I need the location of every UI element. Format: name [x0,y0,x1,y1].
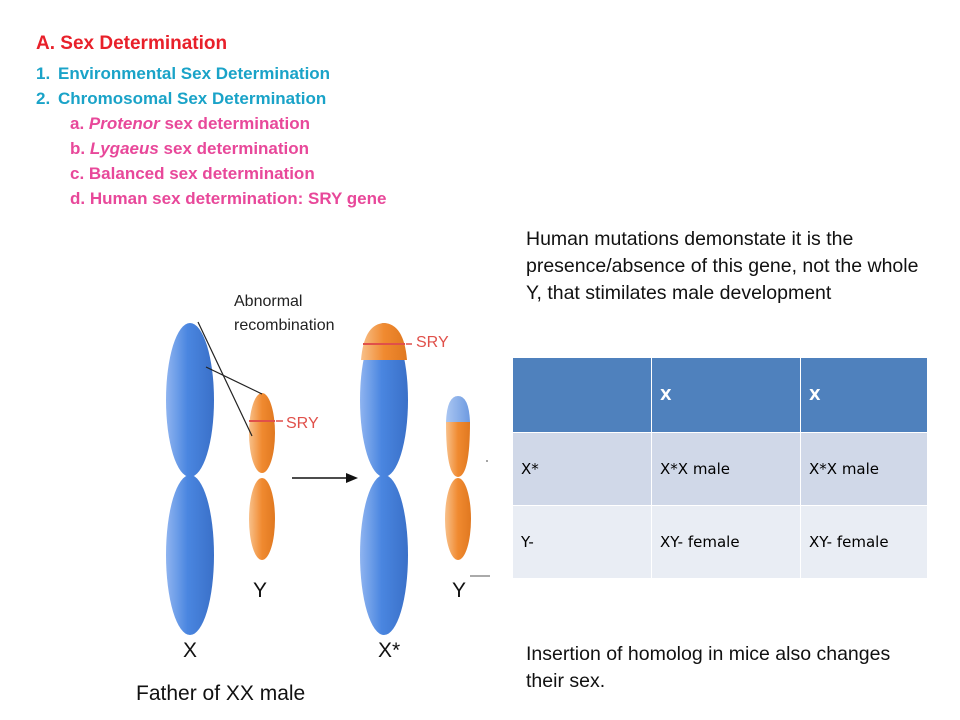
table-cell: Y- [512,505,652,579]
outline-item-number: 1. [36,64,51,83]
outline-item-environmental: 1. Environmental Sex Determination [36,61,386,86]
table-cell: XY- female [800,505,928,579]
subitem-text: Human sex determination: SRY gene [89,189,387,208]
subitem-text: Balanced sex determination [88,164,315,183]
outline-subitem-lygaeus: b. Lygaeus sex determination [36,136,386,161]
y-chromosome-lower-arm [249,478,275,560]
table-header-cell: X [800,357,928,433]
outline-subitem-protenor: a. Protenor sex determination [36,111,386,136]
subitem-text: sex determination [159,114,310,133]
table-header-row: X X [512,357,928,433]
x-chromosome-upper-arm [166,323,214,477]
table-header-cell: X [651,357,801,433]
subitem-prefix: c. [70,164,89,183]
annotation-recombination: recombination [234,317,335,334]
explanation-text: Human mutations demonstate it is the pre… [526,228,919,304]
label-x-left: X [183,639,197,662]
figure-caption: Father of XX male [136,682,306,705]
insertion-note: Insertion of homolog in mice also change… [526,643,891,692]
subitem-prefix: d. [70,189,90,208]
y-chromosome-upper-arm [249,393,275,473]
punnett-table: X X X* X*X male X*X male Y- XY- female X… [512,357,928,579]
x-star-chromosome-upper-arm [360,323,408,477]
table-cell: X*X male [651,432,801,506]
x-chromosome-lower-arm [166,475,214,635]
outline-subitem-human: d. Human sex determination: SRY gene [36,186,386,211]
table-cell: X* [512,432,652,506]
table-row: X* X*X male X*X male [512,432,928,506]
outline-title: A. Sex Determination [36,33,228,54]
label-y-right: Y [452,579,466,602]
table-header-cell [512,357,652,433]
arrow-head [346,473,358,483]
table-cell: X*X male [800,432,928,506]
subitem-prefix: a. [70,114,89,133]
outline-item-chromosomal: 2. Chromosomal Sex Determination [36,86,386,111]
subitem-text: sex determination [158,139,310,158]
sry-label-left: SRY [286,415,319,432]
outline-item-text: Chromosomal Sex Determination [58,89,327,108]
x-star-chromosome-lower-arm [360,475,408,635]
recombination-line [205,366,263,395]
sry-label-right: SRY [416,334,449,351]
outline-item-text: Environmental Sex Determination [58,64,331,83]
y-minus-blue-tip [446,396,470,422]
table-cell: XY- female [651,505,801,579]
x-star-sry-cap [361,323,407,360]
subitem-prefix: b. [70,139,90,158]
y-minus-upper-arm [446,422,470,477]
annotation-abnormal: Abnormal [234,293,302,310]
subitem-italic: Lygaeus [89,139,159,158]
table-row: Y- XY- female XY- female [512,505,928,579]
outline-subitem-balanced: c. Balanced sex determination [36,161,386,186]
y-minus-lower-arm [445,478,471,560]
label-y-left: Y [253,579,267,602]
recombination-line [197,321,253,437]
subitem-italic: Protenor [88,114,160,133]
outline-list: 1. Environmental Sex Determination 2. Chro… [36,61,386,211]
chromosome-dot [486,460,488,462]
label-x-star-right: X* [378,639,400,662]
outline-item-number: 2. [36,89,51,108]
